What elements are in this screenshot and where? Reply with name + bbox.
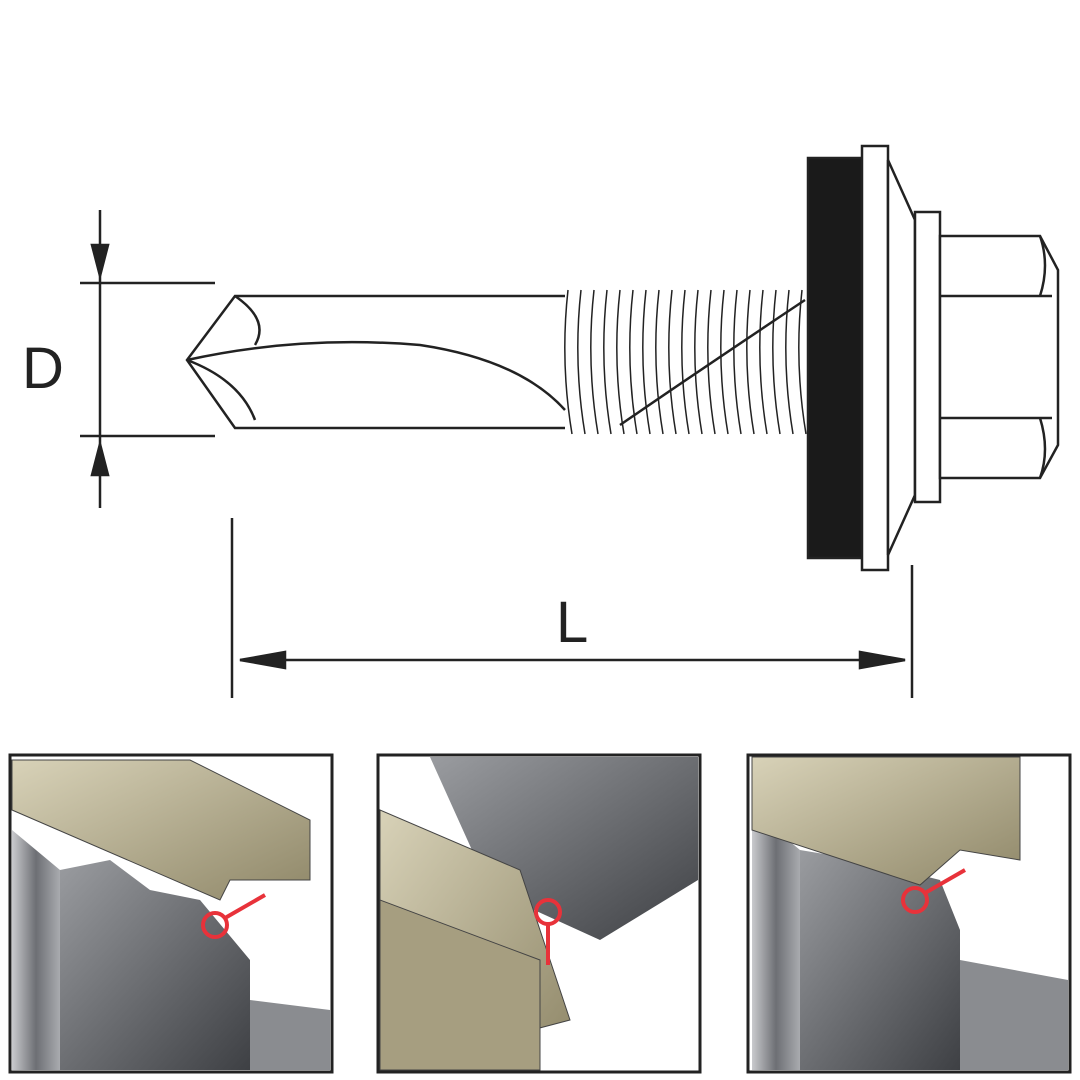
flute-line — [619, 298, 806, 427]
hex-head — [938, 234, 1060, 480]
arrow-down-icon — [90, 243, 110, 277]
metal-washer — [860, 144, 890, 572]
thread-line — [772, 289, 781, 435]
length-label: L — [556, 590, 588, 655]
screw-highlight-icon — [201, 893, 266, 939]
thread-line — [720, 289, 729, 435]
length-dimension — [230, 518, 914, 698]
arrow-up-icon — [90, 443, 110, 477]
thread-line — [785, 289, 794, 435]
arrow-right-icon — [858, 650, 906, 670]
thread-line — [564, 289, 573, 435]
application-panel-1 — [8, 753, 334, 1074]
thread-line — [629, 289, 638, 435]
screw-highlight-icon — [534, 898, 562, 965]
thread-line — [798, 289, 807, 435]
thread-line — [694, 289, 703, 435]
thread-line — [759, 289, 768, 435]
thread-line — [733, 289, 742, 435]
screw-highlight-icon — [901, 868, 966, 914]
arrow-left-icon — [239, 650, 287, 670]
washer-cone — [886, 159, 917, 556]
diameter-dimension — [80, 210, 215, 508]
thread-line — [616, 289, 625, 435]
thread-line — [655, 289, 664, 435]
thread-line — [746, 289, 755, 435]
sealing-washer — [806, 156, 864, 560]
thread-line — [642, 289, 651, 435]
diameter-label: D — [22, 336, 64, 401]
thread-line — [577, 289, 586, 435]
thread-line — [668, 289, 677, 435]
flange — [913, 210, 942, 504]
thread-line — [681, 289, 690, 435]
application-panel-3 — [746, 753, 1072, 1074]
drill-point — [185, 294, 565, 430]
thread-line — [707, 289, 716, 435]
thread-line — [603, 289, 612, 435]
screw — [185, 144, 1060, 572]
thread-line — [590, 289, 599, 435]
application-panel-2 — [376, 753, 702, 1074]
thread — [564, 289, 807, 435]
